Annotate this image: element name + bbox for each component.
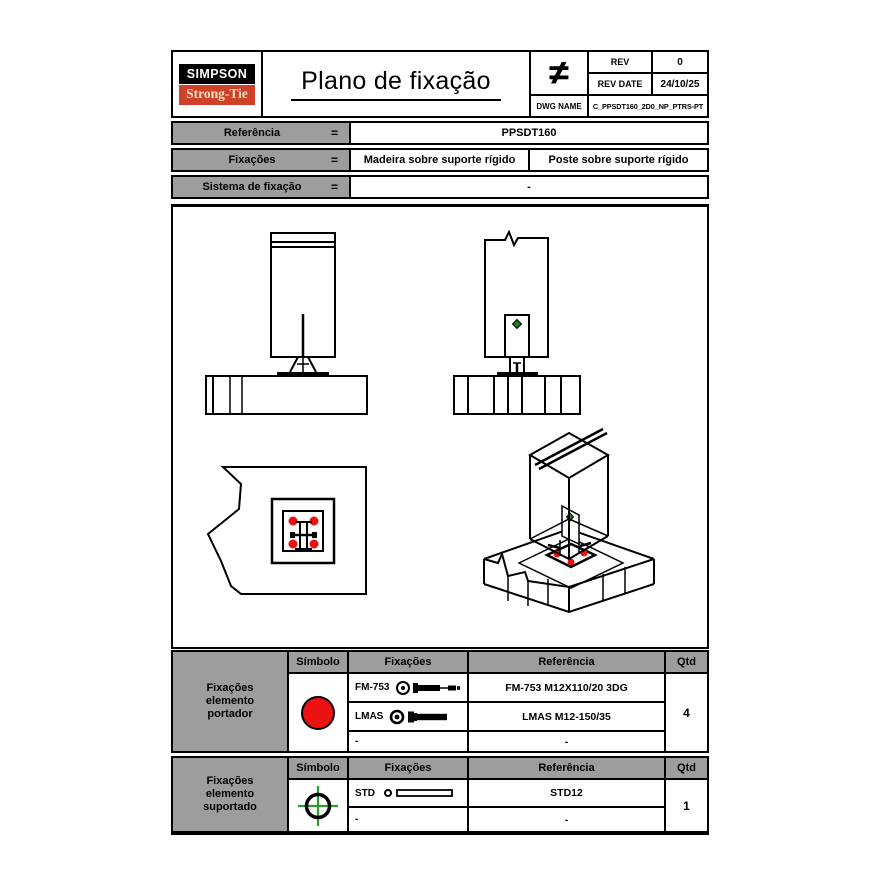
fixings-value-right: Poste sobre suporte rígido: [530, 150, 707, 170]
fixing-row-fm753: FM-753: [349, 674, 467, 701]
simpson-strongtie-logo: SIMPSON Strong-Tie: [179, 63, 255, 105]
portador-qty: 4: [666, 674, 707, 751]
equals-sign: =: [331, 126, 339, 140]
suportado-qty: 1: [666, 780, 707, 831]
fixing-system-row: Sistema de fixação = -: [171, 175, 709, 199]
dowel-rod-icon: [384, 789, 453, 797]
col-header-fixacoes: Fixações: [349, 758, 467, 778]
portador-symbol-cell: [289, 674, 347, 751]
fixings-table-portador: Fixações elemento portador Símbolo Fixaç…: [171, 650, 709, 753]
rev-date-value: 24/10/25: [653, 74, 707, 94]
logo-bottom-text: Strong-Tie: [179, 84, 255, 105]
fixing-row-std: STD: [349, 780, 467, 806]
col-header-referencia: Referência: [469, 758, 664, 778]
title-cell: Plano de fixação: [263, 52, 529, 116]
col-header-fixacoes: Fixações: [349, 652, 467, 672]
page-title: Plano de fixação: [291, 67, 501, 101]
drawing-area: [171, 204, 709, 649]
equals-sign: =: [331, 153, 339, 167]
fixing-row-lmas: LMAS: [349, 703, 467, 730]
fixing-system-value: -: [351, 177, 707, 197]
reference-empty: -: [469, 732, 664, 751]
col-header-simbolo: Símbolo: [289, 758, 347, 778]
green-fastener-dot: [511, 318, 523, 330]
red-anchor-dots: [288, 516, 319, 549]
red-anchor-dots-iso: [553, 549, 588, 566]
logo-cell: SIMPSON Strong-Tie: [173, 52, 261, 116]
fixings-table-suportado: Fixações elemento suportado Símbolo Fixa…: [171, 756, 709, 835]
title-block: SIMPSON Strong-Tie Plano de fixação ≠ RE…: [171, 50, 709, 118]
fixings-row: Fixações = Madeira sobre suporte rígido …: [171, 148, 709, 172]
rev-date-label: REV DATE: [589, 74, 651, 94]
plan-view-drawing: [206, 466, 367, 595]
reference-lmas: LMAS M12-150/35: [469, 703, 664, 730]
reference-label: Referência: [223, 127, 281, 139]
reference-value: PPSDT160: [351, 123, 707, 143]
fixing-system-label: Sistema de fixação: [202, 181, 302, 193]
reference-std: STD12: [469, 780, 664, 806]
fixings-label: Fixações: [228, 154, 276, 166]
fixings-value-left: Madeira sobre suporte rígido: [351, 150, 528, 170]
col-header-qtd: Qtd: [666, 652, 707, 672]
side-view-drawing: [453, 229, 581, 415]
suportado-symbol-cell: [289, 780, 347, 831]
rev-label: REV: [589, 52, 651, 72]
front-view-drawing: [205, 232, 368, 415]
suportado-group-label: Fixações elemento suportado: [203, 774, 257, 814]
screw-anchor-icon: [390, 709, 448, 724]
red-circle-anchor-symbol: [301, 695, 335, 730]
col-header-simbolo: Símbolo: [289, 652, 347, 672]
fixing-row-empty: -: [349, 732, 467, 751]
fixing-row-empty: -: [349, 808, 467, 831]
rev-value: 0: [653, 52, 707, 72]
green-crosshair-symbol: [298, 785, 338, 826]
equals-sign: =: [331, 180, 339, 194]
reference-empty: -: [469, 808, 664, 831]
projection-symbol-icon: ≠: [531, 52, 587, 94]
reference-row: Referência = PPSDT160: [171, 121, 709, 145]
dwg-name-label: DWG NAME: [531, 96, 587, 116]
logo-top-text: SIMPSON: [179, 63, 255, 84]
drawing-sheet: SIMPSON Strong-Tie Plano de fixação ≠ RE…: [171, 50, 709, 835]
col-header-referencia: Referência: [469, 652, 664, 672]
reference-fm753: FM-753 M12X110/20 3DG: [469, 674, 664, 701]
portador-group-label: Fixações elemento portador: [205, 681, 255, 721]
dwg-name-value: C_PPSDT160_2D0_NP_PTRS-PT: [589, 96, 707, 116]
revision-table: ≠ REV 0 REV DATE 24/10/25 DWG NAME C_PPS…: [531, 52, 707, 116]
wedge-anchor-bolt-icon: [396, 680, 461, 695]
isometric-view-drawing: [483, 427, 655, 614]
col-header-qtd: Qtd: [666, 758, 707, 778]
